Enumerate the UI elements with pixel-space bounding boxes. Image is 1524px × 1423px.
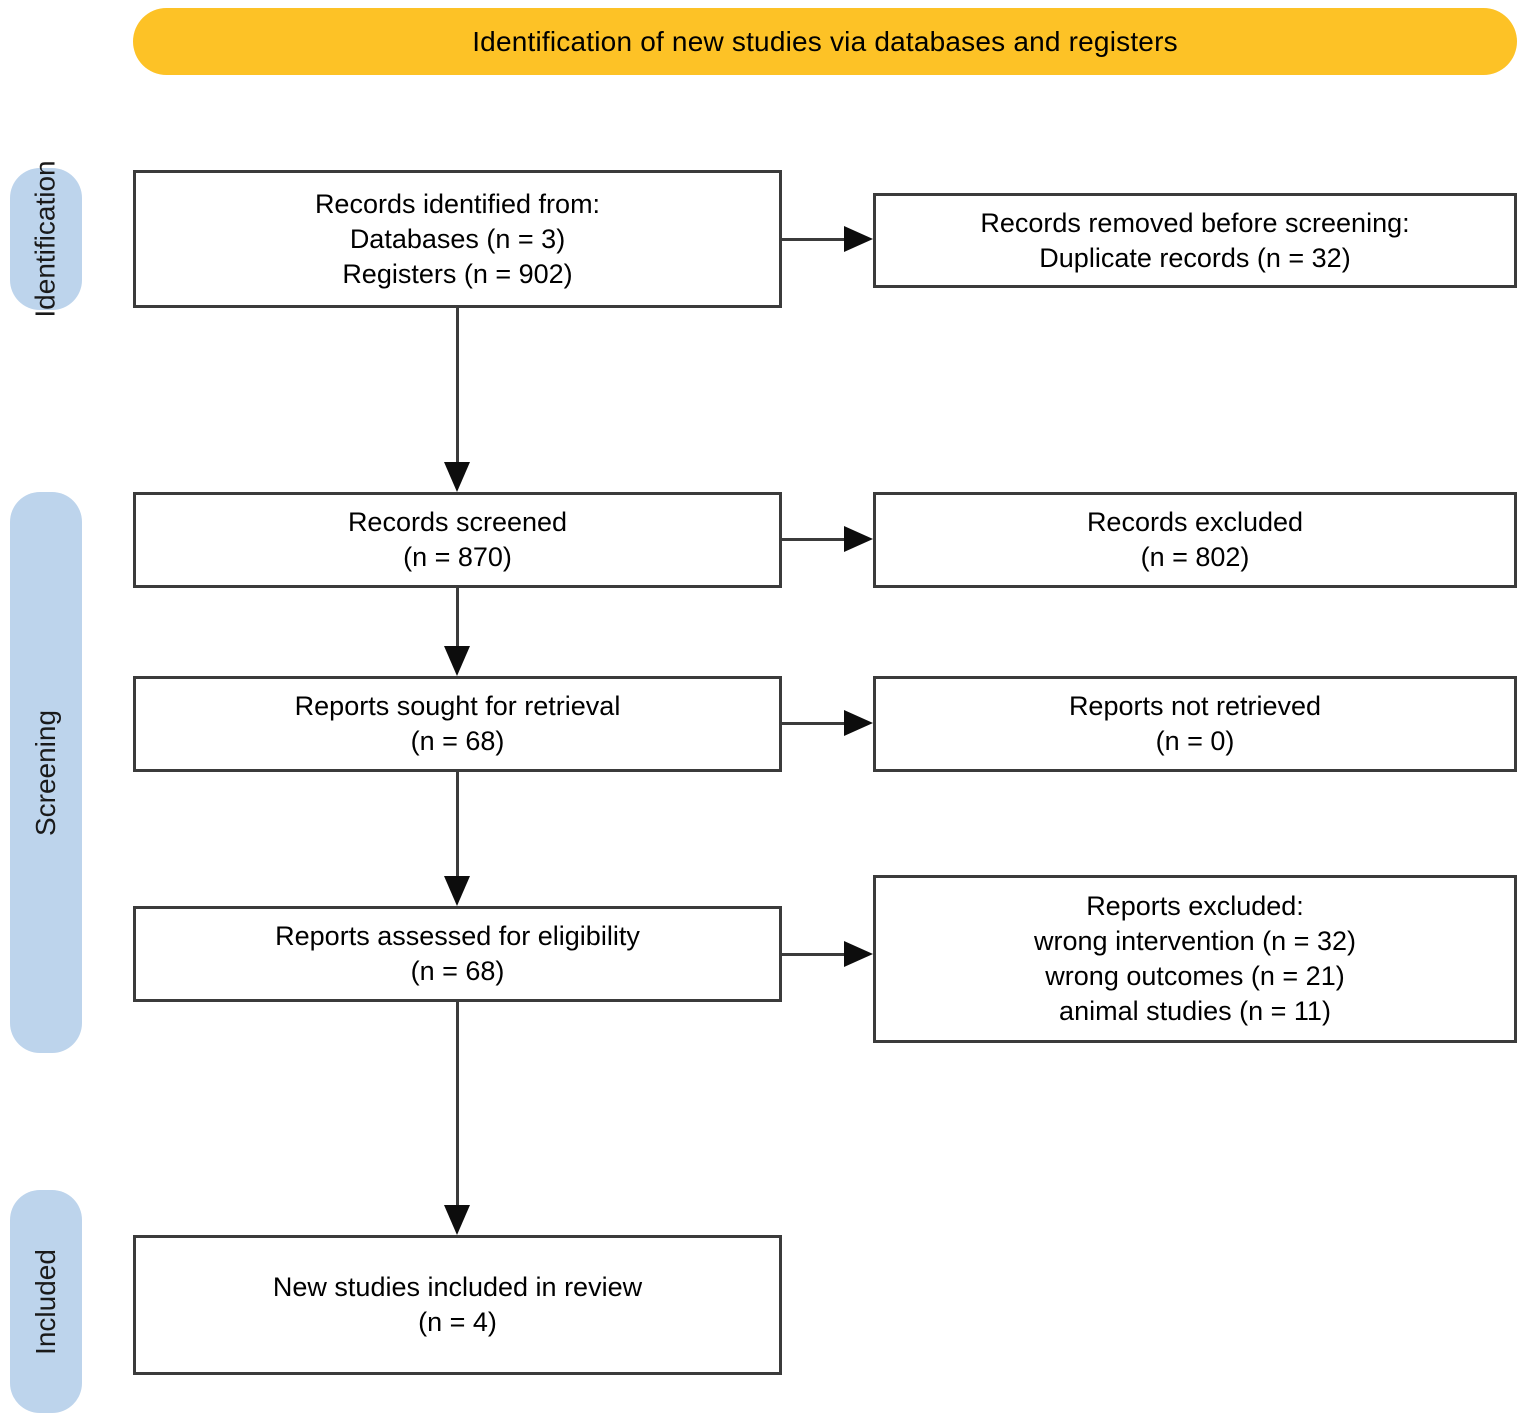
box-line: Reports sought for retrieval [294, 691, 621, 721]
banner-label: Identification of new studies via databa… [472, 25, 1178, 57]
box-line: (n = 68) [410, 726, 505, 756]
arrowhead-right-icon [844, 226, 873, 252]
arrow-line [456, 772, 459, 878]
box-line: Records identified from: [314, 188, 601, 219]
stage-label-identification: Identification [30, 160, 61, 318]
box-records-removed: Records removed before screening: Duplic… [873, 193, 1517, 288]
box-records-identified: Records identified from: Databases (n = … [133, 170, 782, 308]
arrow-line [782, 722, 845, 725]
box-line: (n = 68) [410, 956, 505, 986]
box-records-excluded: Records excluded (n = 802) [873, 492, 1517, 588]
arrowhead-down-icon [444, 876, 470, 906]
box-line: Reports excluded: [1086, 891, 1304, 921]
box-line: wrong intervention (n = 32) [1034, 926, 1356, 956]
box-line: Databases (n = 3) [349, 223, 566, 254]
arrow-line [456, 308, 459, 464]
stage-pill-included: Included [10, 1190, 82, 1413]
stage-pill-identification: Identification [10, 160, 82, 318]
box-line: animal studies (n = 11) [1059, 996, 1331, 1026]
box-line: Records removed before screening: [980, 207, 1410, 238]
box-line: Reports not retrieved [1068, 691, 1322, 721]
arrowhead-right-icon [844, 526, 873, 552]
box-line: (n = 0) [1155, 726, 1235, 756]
box-line: (n = 870) [403, 542, 512, 572]
box-line: Reports assessed for eligibility [275, 921, 640, 951]
box-line: (n = 802) [1140, 542, 1250, 572]
box-new-studies-included: New studies included in review (n = 4) [133, 1235, 782, 1375]
arrow-line [782, 538, 845, 541]
arrowhead-down-icon [444, 646, 470, 676]
box-reports-not-retrieved: Reports not retrieved (n = 0) [873, 676, 1517, 772]
banner-identification-new-studies: Identification of new studies via databa… [133, 8, 1517, 75]
box-reports-excluded: Reports excluded: wrong intervention (n … [873, 875, 1517, 1043]
arrow-line [782, 953, 845, 956]
arrowhead-down-icon [444, 1205, 470, 1235]
box-line: Records screened [347, 507, 568, 537]
arrowhead-right-icon [844, 710, 873, 736]
stage-label-included: Included [30, 1248, 61, 1355]
box-reports-sought: Reports sought for retrieval (n = 68) [133, 676, 782, 772]
arrow-line [782, 238, 845, 241]
box-records-screened: Records screened (n = 870) [133, 492, 782, 588]
box-line: wrong outcomes (n = 21) [1045, 961, 1345, 991]
box-line: New studies included in review [272, 1272, 643, 1302]
arrowhead-right-icon [844, 941, 873, 967]
arrow-line [456, 588, 459, 648]
stage-pill-screening: Screening [10, 492, 82, 1053]
box-line: (n = 4) [418, 1307, 497, 1337]
box-reports-assessed: Reports assessed for eligibility (n = 68… [133, 906, 782, 1002]
arrow-line [456, 1002, 459, 1207]
stage-label-screening: Screening [30, 709, 61, 836]
arrowhead-down-icon [444, 462, 470, 492]
box-line: Duplicate records (n = 32) [1039, 242, 1351, 273]
box-line: Registers (n = 902) [342, 258, 573, 289]
box-line: Records excluded [1086, 507, 1304, 537]
